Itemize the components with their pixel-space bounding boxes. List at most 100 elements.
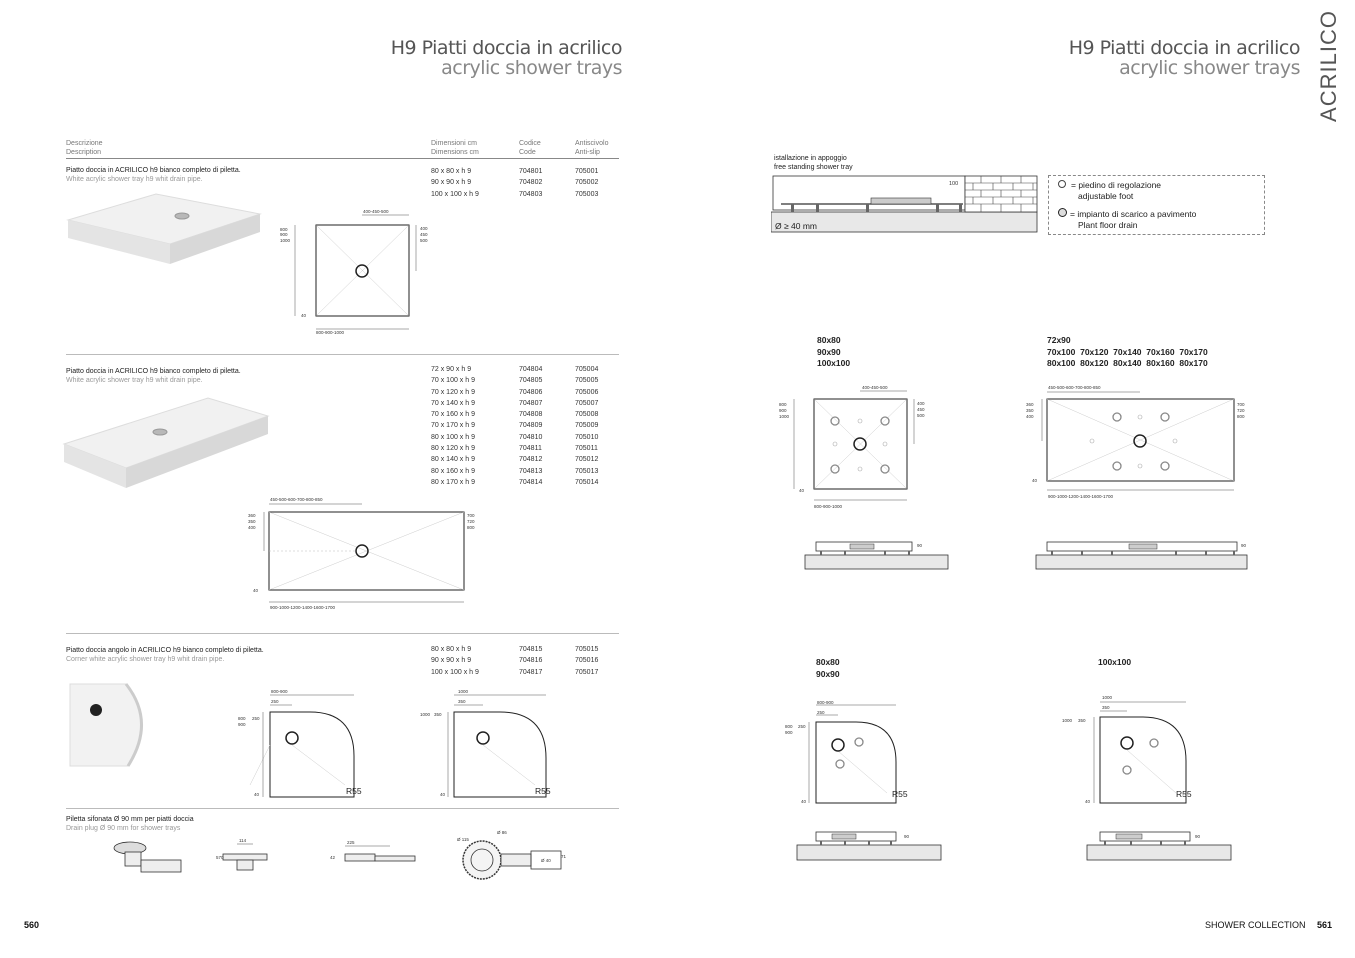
g1-dim-r3: 500 [917,413,925,418]
table-cell: 704801 [519,168,543,175]
table-cell: 705001 [575,168,599,175]
section2-desc-it: Piatto doccia in ACRILICO h9 bianco comp… [66,368,241,375]
g3-dim-l1: 800 [785,724,793,729]
table-cell: 70 x 140 x h 9 [431,399,475,407]
table-cell: 704807 [519,399,543,407]
table-cell: 704816 [519,657,543,665]
rect-dim-right3: 800 [467,525,475,530]
header-antiscivolo: Antiscivolo [575,140,609,147]
table-cell: 704817 [519,668,543,676]
table-cell: 705004 [575,366,599,373]
table-cell: 705013 [575,467,599,475]
foot-icon [1058,180,1066,188]
g2-dim-l1: 360 [1026,402,1034,407]
sq-dim-h: 40 [301,313,307,318]
left-title: H9 Piatti doccia in acrilico acrylic sho… [380,38,623,79]
header-dimensions-en: Dimensions cm [431,149,479,156]
table-cell: 704805 [519,377,543,385]
group4-plan: 1000 350 1000 350 40 R55 [1062,695,1192,804]
drain-drawings: 114 570 225 42 Ø 115 Ø 86 Ø 40 71 [113,830,567,880]
install-floor: Ø ≥ 40 mm [775,221,817,231]
g1-dim-l3: 1000 [779,414,790,419]
sq-dim-right3: 500 [420,238,428,243]
table-cell: 80 x 160 x h 9 [431,467,475,475]
table-cell: 705015 [575,646,599,653]
rect-dim-right1: 700 [467,513,475,518]
square-tray-photo [66,193,262,264]
table-cell: 705007 [575,399,599,407]
g4-dim-l1: 1000 [1062,718,1073,723]
page-number-left: 560 [24,920,40,930]
corner-b-dim-l1: 1000 [420,712,431,717]
corner-b-radius: R55 [535,786,551,796]
group2-l1: 72x90 [1047,335,1071,345]
legend-foot-en: adjustable foot [1078,191,1134,201]
g1-dim-h: 40 [799,488,805,493]
g4-radius: R55 [1176,789,1192,799]
table-cell: 704803 [519,190,543,198]
corner-a-radius: R55 [346,786,362,796]
legend-drain: = impianto di scarico a pavimento Plant … [1058,208,1196,231]
group3-plan: 800-900 250 800 900 250 40 R55 [785,700,908,804]
g1-dim-l1: 800 [779,402,787,407]
table-cell: 705014 [575,478,599,486]
rect-dim-left1: 360 [248,513,256,518]
table-cell: 704806 [519,388,543,396]
sq-dim-bottom: 800-900-1000 [316,330,345,335]
table-cell: 704815 [519,646,543,653]
group1-l3: 100x100 [817,358,851,368]
corner-a-dim-l1: 800 [238,716,246,721]
section3-description: Piatto doccia angolo in ACRILICO h9 bian… [66,646,264,664]
group1-labels: 80x80 90x90 100x100 [817,335,850,370]
group2-l2: 70x100 70x120 70x140 70x160 70x170 [1047,346,1208,357]
sq-dim-left2: 900 [280,232,288,237]
section3-rule [66,808,619,809]
corner-a-dim-top: 800-900 [271,689,288,694]
rect-dim-h: 40 [253,588,259,593]
install-label: istallazione in appoggio free standing s… [774,155,853,172]
table-cell: 70 x 160 x h 9 [431,411,475,419]
header-descrizione: Descrizione [66,140,103,147]
g1-dim-r1: 400 [917,401,925,406]
drain-dim-71: 71 [561,854,567,859]
square-tray-drawing: 400-450-500 800 900 1000 400 450 500 40 … [280,209,428,335]
table-cell: 705002 [575,179,599,187]
header-description: Descrizione Description [66,139,103,157]
rect-dim-left2: 350 [248,519,256,524]
table-cell: 90 x 90 x h 9 [431,657,472,665]
drain-dim-86: Ø 86 [497,830,507,835]
table-cell: 705016 [575,657,599,665]
table-cell: 705008 [575,411,599,419]
table-cell: 705006 [575,388,599,396]
side-label-text: ACRILICO [1316,9,1341,122]
group3-side: 90 [796,831,942,861]
header-code-en: Code [519,149,536,156]
table-cell: 704812 [519,456,543,464]
left-title-en: acrylic shower trays [441,57,622,79]
section1-desc-en: White acrylic shower tray h9 whit drain … [66,176,203,183]
section3-desc-en: Corner white acrylic shower tray h9 whit… [66,656,225,663]
corner-b-dim-h: 40 [440,792,446,797]
legend-drain-en: Plant floor drain [1078,220,1138,230]
table-cell: 704814 [519,478,543,486]
g2-side-h: 90 [1241,543,1247,548]
corner-a-dim-l3: 250 [252,716,260,721]
g3-dim-h: 40 [801,799,807,804]
g3-dim-l3: 250 [798,724,806,729]
corner-a-dim-h: 40 [254,792,260,797]
group1-side: 90 [804,541,949,570]
group4-side: 90 [1086,831,1232,861]
g4-dim-in: 350 [1102,705,1110,710]
section3-codes: 704815 704816 704817 [519,644,542,678]
group1-l1: 80x80 [817,335,841,345]
group1-plan: 400-450-500 800 900 1000 400 450 500 40 … [779,385,925,509]
table-cell: 705011 [575,445,598,453]
g2-dim-r1: 700 [1237,402,1245,407]
header-code: Codice Code [519,139,541,157]
right-title-en: acrylic shower trays [1119,57,1300,79]
